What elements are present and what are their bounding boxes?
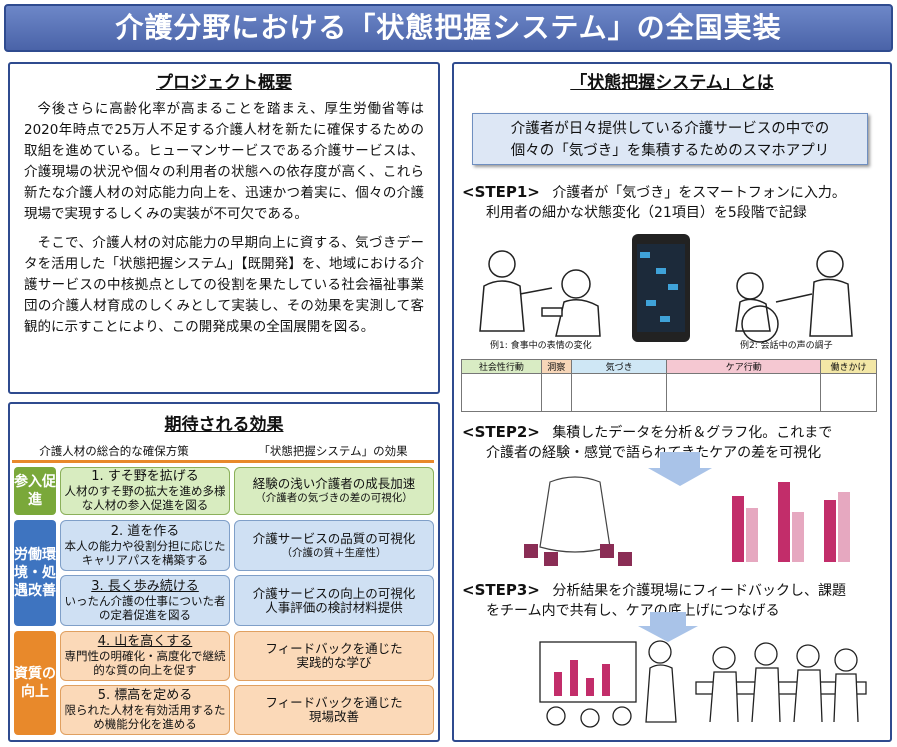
step2-tag: <STEP2> bbox=[462, 423, 540, 441]
right-box-2-main: 介護サービスの品質の可視化 bbox=[252, 530, 416, 546]
step3-illustration bbox=[539, 612, 867, 728]
left-box-4: 4. 山を高くする専門性の明確化・高度化で継続的な質の向上を促す bbox=[60, 631, 230, 681]
step3-tag: <STEP3> bbox=[462, 581, 540, 599]
right-box-5-line-1: フィードバックを通じた bbox=[265, 695, 403, 710]
right-box-1-main: 経験の浅い介護者の成長加速 bbox=[252, 476, 416, 491]
left-box-2-body: 本人の能力や役割分担に応じたキャリアパスを構築する bbox=[64, 538, 226, 567]
right-box-2: 介護サービスの品質の可視化（介護の質＋生産性） bbox=[234, 520, 434, 571]
system-heading: 「状態把握システム」とは bbox=[570, 73, 774, 93]
system-intro-line-2: 個々の「気づき」を集積するためのスマホアプリ bbox=[510, 143, 830, 159]
category-approach: 働きかけ bbox=[820, 359, 877, 374]
right-box-3: 介護サービスの向上の可視化人事評価の検討材料提供 bbox=[234, 575, 434, 626]
effects-col-right-header: 「状態把握システム」の効果 bbox=[258, 444, 408, 458]
step1-line-1: 介護者が「気づき」をスマートフォンに入力。 bbox=[552, 185, 846, 201]
overview-paragraph-2: そこで、介護人材の対応能力の早期向上に資する、気づきデータを活用した「状態把握シ… bbox=[24, 235, 424, 335]
left-box-3: 3. 長く歩み続けるいったん介護の仕事についた者の定着促進を図る bbox=[60, 575, 230, 626]
overview-heading: プロジェクト概要 bbox=[156, 73, 292, 93]
left-box-3-title: 3. 長く歩み続ける bbox=[91, 578, 199, 594]
example-caption-2: 例2: 会話中の声の調子 bbox=[740, 341, 833, 351]
step1-illustration bbox=[479, 234, 853, 343]
side-label-participation: 参入促進 bbox=[14, 467, 56, 515]
left-box-3-body: いったん介護の仕事についた者の定着促進を図る bbox=[64, 593, 226, 622]
side-label-work-environment: 労働環境・処遇改善 bbox=[14, 520, 56, 626]
left-box-2-title: 2. 道を作る bbox=[110, 523, 180, 539]
overview-paragraph-1: 今後さらに高齢化率が高まることを踏まえ、厚生労働省等は2020年時点で25万人不… bbox=[24, 101, 424, 222]
left-box-1-title: 1. すそ野を拡げる bbox=[91, 469, 199, 484]
category-awareness: 気づき bbox=[570, 359, 668, 374]
step2-line-1: 集積したデータを分析＆グラフ化。これまで bbox=[552, 425, 833, 441]
step1-text: <STEP1> 介護者が「気づき」をスマートフォンに入力。 利用者の細かな状態変… bbox=[462, 182, 890, 223]
right-box-2-sub: （介護の質＋生産性） bbox=[281, 546, 387, 559]
category-insight: 洞察 bbox=[540, 359, 572, 374]
step1-line-2: 利用者の細かな状態変化（21項目）を5段階で記録 bbox=[486, 205, 807, 221]
bar-graph-illustration bbox=[732, 482, 850, 562]
effects-heading: 期待される効果 bbox=[164, 415, 284, 435]
step3-text: <STEP3> 分析結果を介護現場にフィードバックし、課題 をチーム内で共有し、… bbox=[462, 580, 890, 621]
effects-col-left-header: 介護人材の総合的な確保方策 bbox=[39, 444, 189, 458]
right-box-4-line-1: フィードバックを通じた bbox=[265, 641, 403, 656]
right-box-5-line-2: 現場改善 bbox=[308, 709, 359, 724]
step2-line-2: 介護者の経験・感覚で語られてきたケアの差を可視化 bbox=[486, 445, 822, 461]
right-box-3-sub: 人事評価の検討材料提供 bbox=[265, 599, 403, 615]
data-stack-illustration bbox=[524, 476, 632, 566]
step3-line-1: 分析結果を介護現場にフィードバックし、課題 bbox=[552, 583, 847, 599]
down-arrow-icon bbox=[648, 452, 712, 486]
right-box-5: フィードバックを通じた現場改善 bbox=[234, 685, 434, 735]
right-box-4: フィードバックを通じた実践的な学び bbox=[234, 631, 434, 681]
left-box-5-title: 5. 標高を定める bbox=[97, 688, 193, 703]
wheelchair-illustration bbox=[735, 250, 853, 343]
right-box-3-main: 介護サービスの向上の可視化 bbox=[252, 585, 416, 601]
category-social: 社会性行動 bbox=[461, 359, 542, 374]
side-label-quality: 資質の向上 bbox=[14, 631, 56, 735]
right-box-4-line-2: 実践的な学び bbox=[296, 655, 372, 670]
left-box-1: 1. すそ野を拡げる人材のすそ野の拡大を進め多様な人材の参入促進を図る bbox=[60, 467, 230, 515]
right-box-1-sub: （介護者の気づきの差の可視化） bbox=[255, 492, 413, 504]
step3-line-2: をチーム内で共有し、ケアの底上げにつなげる bbox=[486, 603, 780, 619]
group-discussion-illustration bbox=[695, 642, 867, 723]
system-intro-line-1: 介護者が日々提供している介護サービスの中での bbox=[510, 121, 830, 137]
step2-text: <STEP2> 集積したデータを分析＆グラフ化。これまで 介護者の経験・感覚で語… bbox=[462, 422, 890, 463]
phone-app-illustration bbox=[632, 234, 690, 342]
left-box-1-body: 人材のすそ野の拡大を進め多様な人材の参入促進を図る bbox=[64, 484, 226, 512]
category-care-action: ケア行動 bbox=[666, 359, 822, 374]
left-box-4-body: 専門性の明確化・高度化で継続的な質の向上を促す bbox=[64, 649, 226, 677]
system-intro-box: 介護者が日々提供している介護サービスの中での 個々の「気づき」を集積するためのス… bbox=[472, 113, 868, 165]
right-box-1: 経験の浅い介護者の成長加速（介護者の気づきの差の可視化） bbox=[234, 467, 434, 515]
left-box-5: 5. 標高を定める限られた人材を有効活用するため機能分化を進める bbox=[60, 685, 230, 735]
page-title: 介護分野における「状態把握システム」の全国実装 bbox=[4, 4, 893, 52]
category-table: 社会性行動 洞察 気づき ケア行動 働きかけ bbox=[461, 359, 877, 412]
left-box-5-body: 限られた人材を有効活用するため機能分化を進める bbox=[64, 703, 226, 731]
example-caption-1: 例1: 食事中の表情の変化 bbox=[490, 341, 592, 351]
presentation-illustration bbox=[539, 640, 677, 728]
effects-header-rule bbox=[12, 460, 434, 463]
down-arrow-icon bbox=[638, 612, 698, 642]
step2-illustration bbox=[524, 452, 850, 566]
left-box-4-title: 4. 山を高くする bbox=[97, 634, 193, 649]
step1-tag: <STEP1> bbox=[462, 183, 540, 201]
overview-panel: プロジェクト概要 今後さらに高齢化率が高まることを踏まえ、厚生労働省等は2020… bbox=[8, 62, 440, 394]
left-box-2: 2. 道を作る本人の能力や役割分担に応じたキャリアパスを構築する bbox=[60, 520, 230, 571]
caregiver-feeding-illustration bbox=[479, 250, 601, 337]
